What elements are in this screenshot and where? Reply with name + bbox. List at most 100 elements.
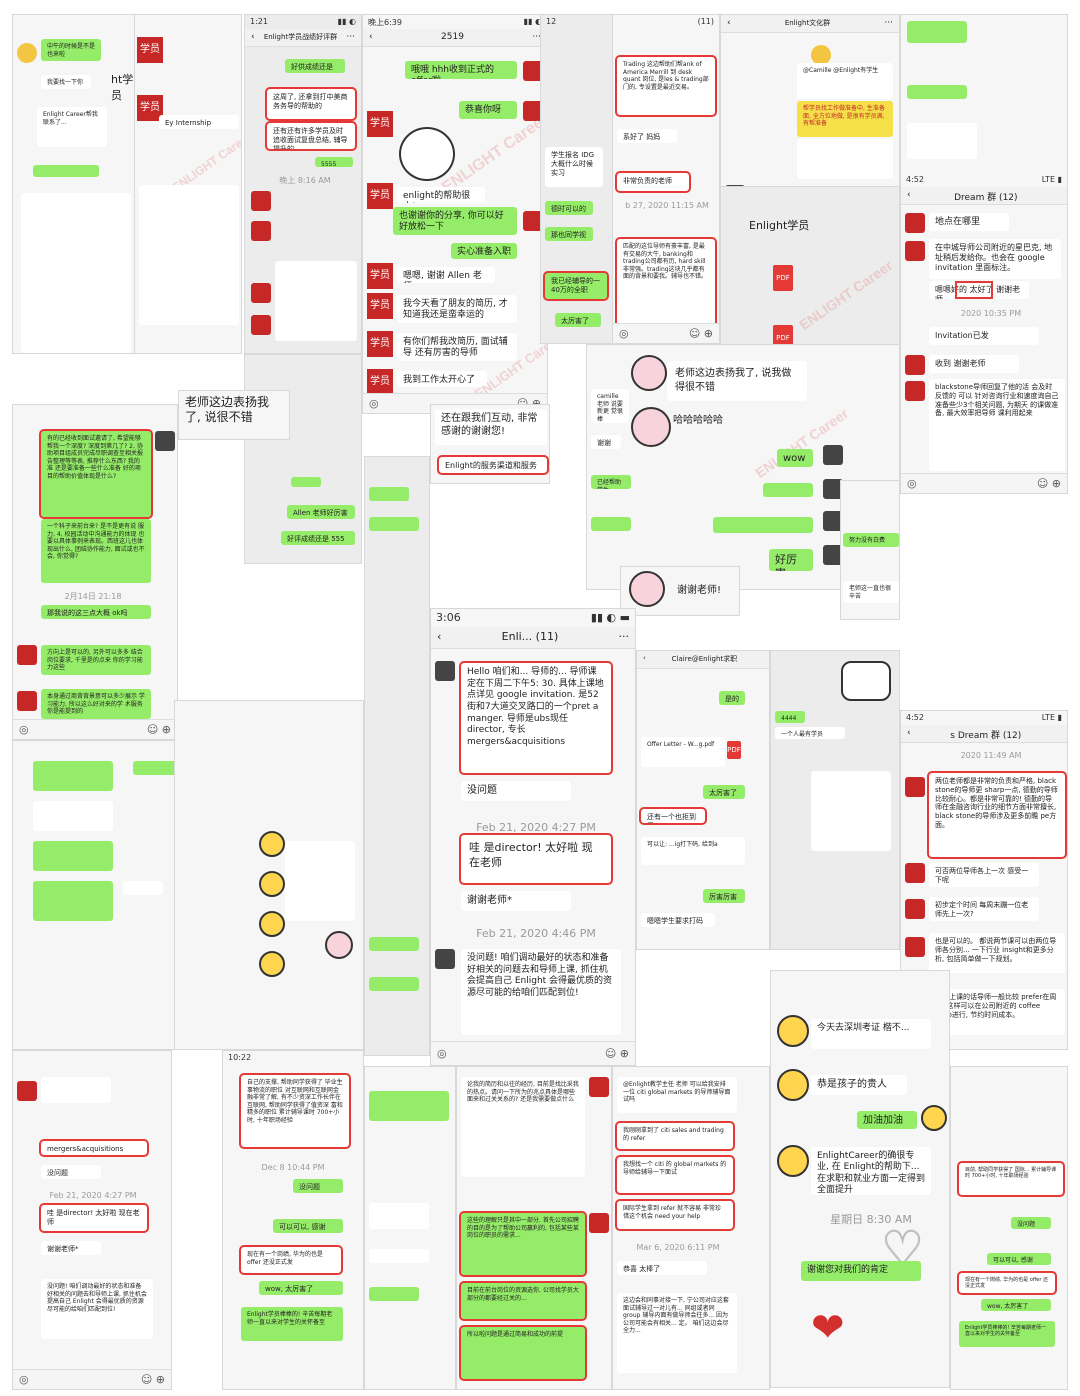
pdf-icon[interactable]: PDF bbox=[727, 741, 741, 759]
chat-screenshot-mid-1 bbox=[364, 456, 430, 1056]
back-icon[interactable]: ‹ bbox=[907, 190, 911, 200]
back-icon[interactable]: ‹ bbox=[643, 654, 646, 662]
more-icon[interactable]: ··· bbox=[346, 32, 355, 42]
signal-icon: ▮▮ ◐ bbox=[523, 17, 542, 26]
chat-bubble: 恭喜 太棒了 bbox=[617, 1261, 707, 1275]
avatar bbox=[523, 61, 543, 81]
chat-bubble: wow, 太厉害了 bbox=[981, 1299, 1051, 1311]
chat-bubble: 可以可以, 感谢 bbox=[987, 1253, 1051, 1265]
chat-bubble: 一个科子来前台来? 是不是更有说 服力, 4, 校园活动中沟通能力的体现 也要以… bbox=[41, 519, 151, 583]
chat-bubble: 目前在前台岗位的资源选你, 公司找学员大部分的都要经过关的... bbox=[459, 1281, 587, 1321]
chat-screenshot-14: 努力没有白费 老师这一直也很辛苦 bbox=[840, 480, 900, 620]
chat-bubble bbox=[285, 841, 355, 921]
back-icon[interactable]: ‹ bbox=[727, 18, 731, 28]
xueyuan-avatar: 学员 bbox=[367, 111, 393, 137]
chat-bubble: 没问题 bbox=[461, 781, 571, 801]
input-bar[interactable]: ◎ ☺ ⊕ bbox=[613, 323, 719, 343]
status-bar: 1:21▮▮ ◐ bbox=[245, 15, 361, 29]
chat-bubble: 可否两位导师各上一次 感受一下呢 bbox=[929, 863, 1039, 887]
chat-bubble: 哇 是director! 太好啦 现在老师 bbox=[39, 1203, 149, 1233]
chat-bubble: Allen 老师好厉害 bbox=[287, 505, 355, 519]
chat-bubble: 可以可以, 感谢 bbox=[273, 1219, 343, 1233]
more-icon[interactable]: ··· bbox=[884, 18, 893, 28]
watermark: ENLIGHT Career bbox=[439, 110, 548, 197]
chat-bubble: 4444 bbox=[775, 711, 805, 723]
chat-title: Claire@Enlight求职 bbox=[671, 655, 738, 663]
chat-bubble: Invitation已发 bbox=[929, 327, 1039, 345]
input-bar[interactable]: ◎ ☺ ⊕ bbox=[431, 1041, 635, 1065]
emoji-icon[interactable]: ☺ ⊕ bbox=[140, 1373, 165, 1386]
chat-bubble: 这周了, 还拿到打中美商务务导的帮助的 bbox=[265, 87, 357, 121]
status-bar: 10:22 bbox=[223, 1051, 363, 1065]
chat-bubble: 目前, 帮助同学获得了 国际... 累计辅导课时 700+小时, 十年职场经验 bbox=[957, 1161, 1065, 1197]
emoji-icon[interactable]: ☺ ⊕ bbox=[604, 1047, 629, 1060]
timestamp: 星期日 8:30 AM bbox=[830, 1213, 912, 1226]
enlight-logo bbox=[823, 511, 843, 531]
chat-bubble: Offer Letter - W...g.pdf bbox=[641, 737, 725, 767]
chat-bubble bbox=[369, 517, 419, 531]
emoji-sticker bbox=[259, 871, 285, 897]
input-bar[interactable]: ◎ ☺ ⊕ bbox=[13, 719, 177, 739]
pdf-icon[interactable]: PDF bbox=[773, 265, 793, 291]
chat-screenshot-21: 10:22 自己的支撑, 帮助同学获得了 毕业生事物流的职位 对互联网和互联网金… bbox=[222, 1050, 364, 1390]
chat-screenshot-5: 12 学生报名 IDG 大概什么时候实习 德时可以的 那也同学视 我已经辅导的一… bbox=[540, 14, 618, 344]
avatar bbox=[905, 899, 925, 919]
chat-bubble bbox=[369, 1203, 429, 1229]
voice-icon[interactable]: ◎ bbox=[369, 397, 379, 410]
chat-bubble bbox=[369, 1091, 449, 1121]
voice-icon[interactable]: ◎ bbox=[19, 1373, 29, 1386]
input-bar[interactable]: ◎ ☺ ⊕ bbox=[13, 1369, 171, 1389]
back-icon[interactable]: ‹ bbox=[251, 32, 255, 42]
chat-screenshot-small-2 bbox=[174, 700, 364, 1050]
chat-bubble: 收到 谢谢老师 bbox=[929, 355, 1019, 373]
chat-bubble: 哦哦 hhh收到正式的offer啦 bbox=[405, 61, 517, 79]
more-icon[interactable]: ··· bbox=[618, 630, 629, 643]
avatar bbox=[251, 315, 271, 335]
emoji-icon[interactable]: ☺ ⊕ bbox=[146, 723, 171, 736]
chat-bubble: Trading 这边帮助们帮ank of America Merrill 到 d… bbox=[615, 55, 717, 117]
emoji-icon[interactable]: ☺ ⊕ bbox=[1036, 477, 1061, 490]
avatar bbox=[17, 43, 37, 63]
emoji-icon[interactable]: ☺ ⊕ bbox=[688, 327, 713, 340]
avatar bbox=[905, 777, 925, 797]
back-icon[interactable]: ‹ bbox=[437, 630, 442, 643]
avatar bbox=[811, 45, 831, 65]
xueyuan-avatar: 学员 bbox=[367, 183, 393, 209]
chat-bubble: 谢谢老师* bbox=[41, 1241, 101, 1255]
chat-screenshot-23: @Enlight教学主任 老师 可以给我安排一位 citi global mar… bbox=[612, 1066, 770, 1390]
chat-bubble: 没问题! 咱们调动最好的状态和准备好相关的问题去和导师上课, 抓住机会提高自己 … bbox=[41, 1279, 153, 1339]
chat-screenshot-1: 中午的时候是不是也来啦 我要找一下你 Enlight Career帮我联系了..… bbox=[12, 14, 140, 354]
chat-bubble bbox=[33, 801, 113, 831]
chat-bubble: 帮学员找工作做准备中, 生准备面, 全方位地做, 是很有学员满, 有帮准备 bbox=[797, 101, 893, 137]
chat-bubble: 这边会和同事对接一下, 宁公司对应这套面试辅导过一对儿有... 同组或者同 gr… bbox=[617, 1293, 737, 1373]
chat-bubble: 加油加油 bbox=[857, 1111, 917, 1129]
avatar bbox=[17, 691, 37, 711]
chat-bubble: 也是可以的。 都说两节课可以由两位导师各分别... 一下行业 insight和更… bbox=[929, 933, 1065, 973]
input-bar[interactable]: ◎ ☺ ⊕ bbox=[901, 473, 1067, 493]
chat-bubble: 努力没有白费 bbox=[843, 533, 899, 547]
voice-icon[interactable]: ◎ bbox=[619, 327, 629, 340]
signal-icon: ▮▮ ◐ bbox=[337, 17, 356, 26]
voice-icon[interactable]: ◎ bbox=[907, 477, 917, 490]
chat-bubble: 那也同学视 bbox=[545, 227, 593, 241]
more-icon[interactable]: ··· bbox=[532, 32, 541, 42]
chat-bubble: 哇 是director! 太好啦 现在老师 bbox=[459, 833, 613, 885]
highlight-frame bbox=[955, 281, 993, 299]
chat-bubble: 一个人最有学员 bbox=[775, 727, 845, 739]
back-icon[interactable]: ‹ bbox=[907, 728, 911, 738]
chat-bubble bbox=[369, 1287, 419, 1301]
chat-bubble bbox=[369, 1249, 429, 1263]
chat-screenshot-7: ‹Enlight文化群··· @Camille @Enlight有学生 帮学员找… bbox=[720, 14, 900, 214]
chat-screenshot-3: 1:21▮▮ ◐ ‹Enlight学员战绩好评群··· 好供成绩还是 这周了, … bbox=[244, 14, 362, 354]
back-icon[interactable]: ‹ bbox=[369, 32, 373, 42]
chat-screenshot-9: 有的已经收到面试邀请了, 希望能够帮我一个深度? 深度到第几了? 2, 协助项目… bbox=[12, 404, 178, 740]
voice-icon[interactable]: ◎ bbox=[19, 723, 29, 736]
voice-icon[interactable]: ◎ bbox=[437, 1047, 447, 1060]
watermark: ENLIGHT Career bbox=[796, 256, 896, 334]
chat-bubble: 我要找一下你 bbox=[41, 75, 91, 89]
chat-title: Enlight学员 bbox=[749, 219, 810, 232]
chat-bubble: 太厉害了 bbox=[703, 785, 745, 799]
chat-bubble: 谢谢 bbox=[591, 435, 621, 449]
